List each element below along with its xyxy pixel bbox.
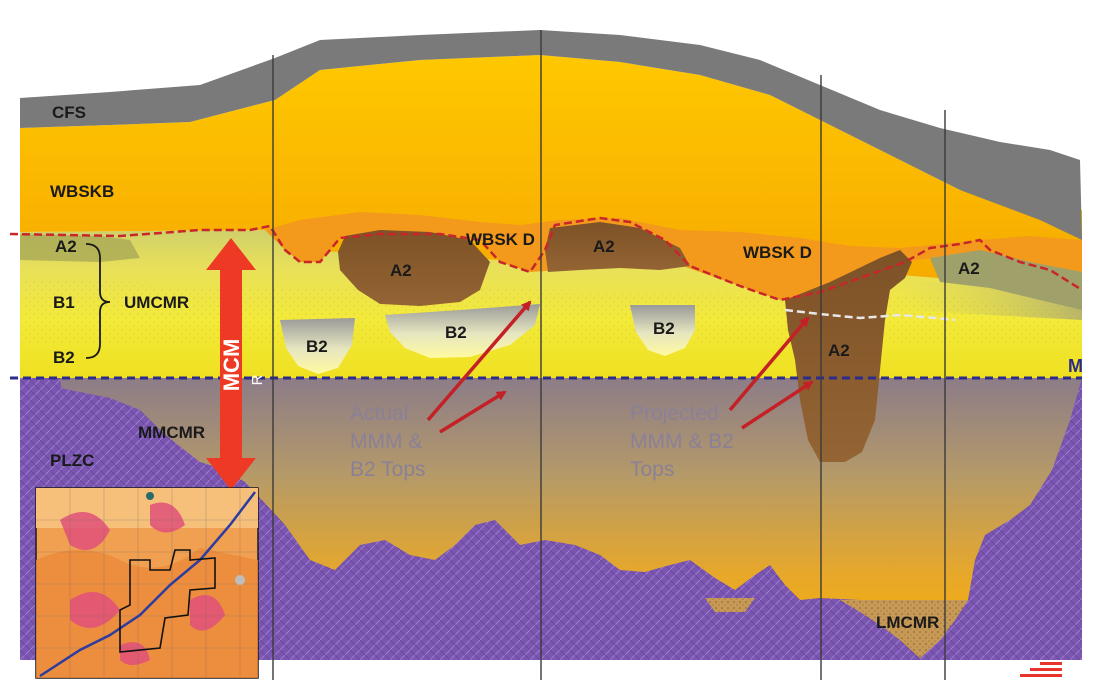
label-a2-pod-1: A2 xyxy=(390,261,412,280)
actual-arrow-1 xyxy=(426,300,532,422)
label-b1: B1 xyxy=(53,293,75,312)
cfs-unit xyxy=(20,30,1082,240)
note-actual-line-1: Actual xyxy=(350,402,408,425)
a2-pod-3 xyxy=(785,250,912,462)
label-b2-left: B2 xyxy=(53,348,75,367)
logo-mark xyxy=(1020,662,1062,677)
label-umcmr: UMCMR xyxy=(124,293,189,312)
label-b2-pod-2: B2 xyxy=(445,323,467,342)
projected-dashed-line xyxy=(784,308,956,322)
label-a2-right: A2 xyxy=(958,259,980,278)
a2-left-lens xyxy=(20,234,140,262)
label-wbsk-d-1: WBSK D xyxy=(466,230,535,249)
label-b2-pod-1: B2 xyxy=(306,337,328,356)
b2-pod-2 xyxy=(385,304,540,358)
lmcmr-small-pod xyxy=(705,598,755,612)
actual-arrow-2 xyxy=(439,390,507,434)
label-a2-pod-2: A2 xyxy=(593,237,615,256)
mcm-sublabel: R xyxy=(249,374,266,385)
lmcmr-unit xyxy=(840,600,968,658)
note-actual-line-3: B2 Tops xyxy=(350,458,426,481)
label-plzc: PLZC xyxy=(50,451,94,470)
wbsk-d-base-line xyxy=(9,216,1083,302)
a2-pod-2 xyxy=(545,222,690,272)
note-projected-line-2: MMM & B2 xyxy=(630,430,734,453)
label-a2-pod-3: A2 xyxy=(828,341,850,360)
label-lmcmr: LMCMR xyxy=(876,613,939,632)
projected-arrow-2 xyxy=(741,380,814,430)
label-wbskb: WBSKB xyxy=(50,182,114,201)
a2-pod-1 xyxy=(338,230,490,306)
note-projected-line-3: Tops xyxy=(630,458,674,481)
label-b2-pod-3: B2 xyxy=(653,319,675,338)
label-cfs: CFS xyxy=(52,103,86,122)
b2-pod-1 xyxy=(280,318,355,374)
label-a2-left: A2 xyxy=(55,237,77,256)
mcm-thickness-arrow: MCM R xyxy=(206,238,266,490)
a2-right-pod xyxy=(930,250,1082,310)
label-wbsk-d-2: WBSK D xyxy=(743,243,812,262)
right-edge-label: M xyxy=(1068,356,1083,376)
b2-pod-3 xyxy=(630,305,695,356)
projected-arrow-1 xyxy=(728,316,810,412)
mcm-label: MCM xyxy=(219,339,244,392)
note-projected-line-1: Projected xyxy=(630,402,719,425)
plzc-left-wedge xyxy=(20,378,200,490)
note-actual-line-2: MMM & xyxy=(350,430,422,453)
umcmr-brace xyxy=(85,243,111,359)
label-mmcmr: MMCMR xyxy=(138,423,205,442)
inset-location-map xyxy=(35,487,259,679)
